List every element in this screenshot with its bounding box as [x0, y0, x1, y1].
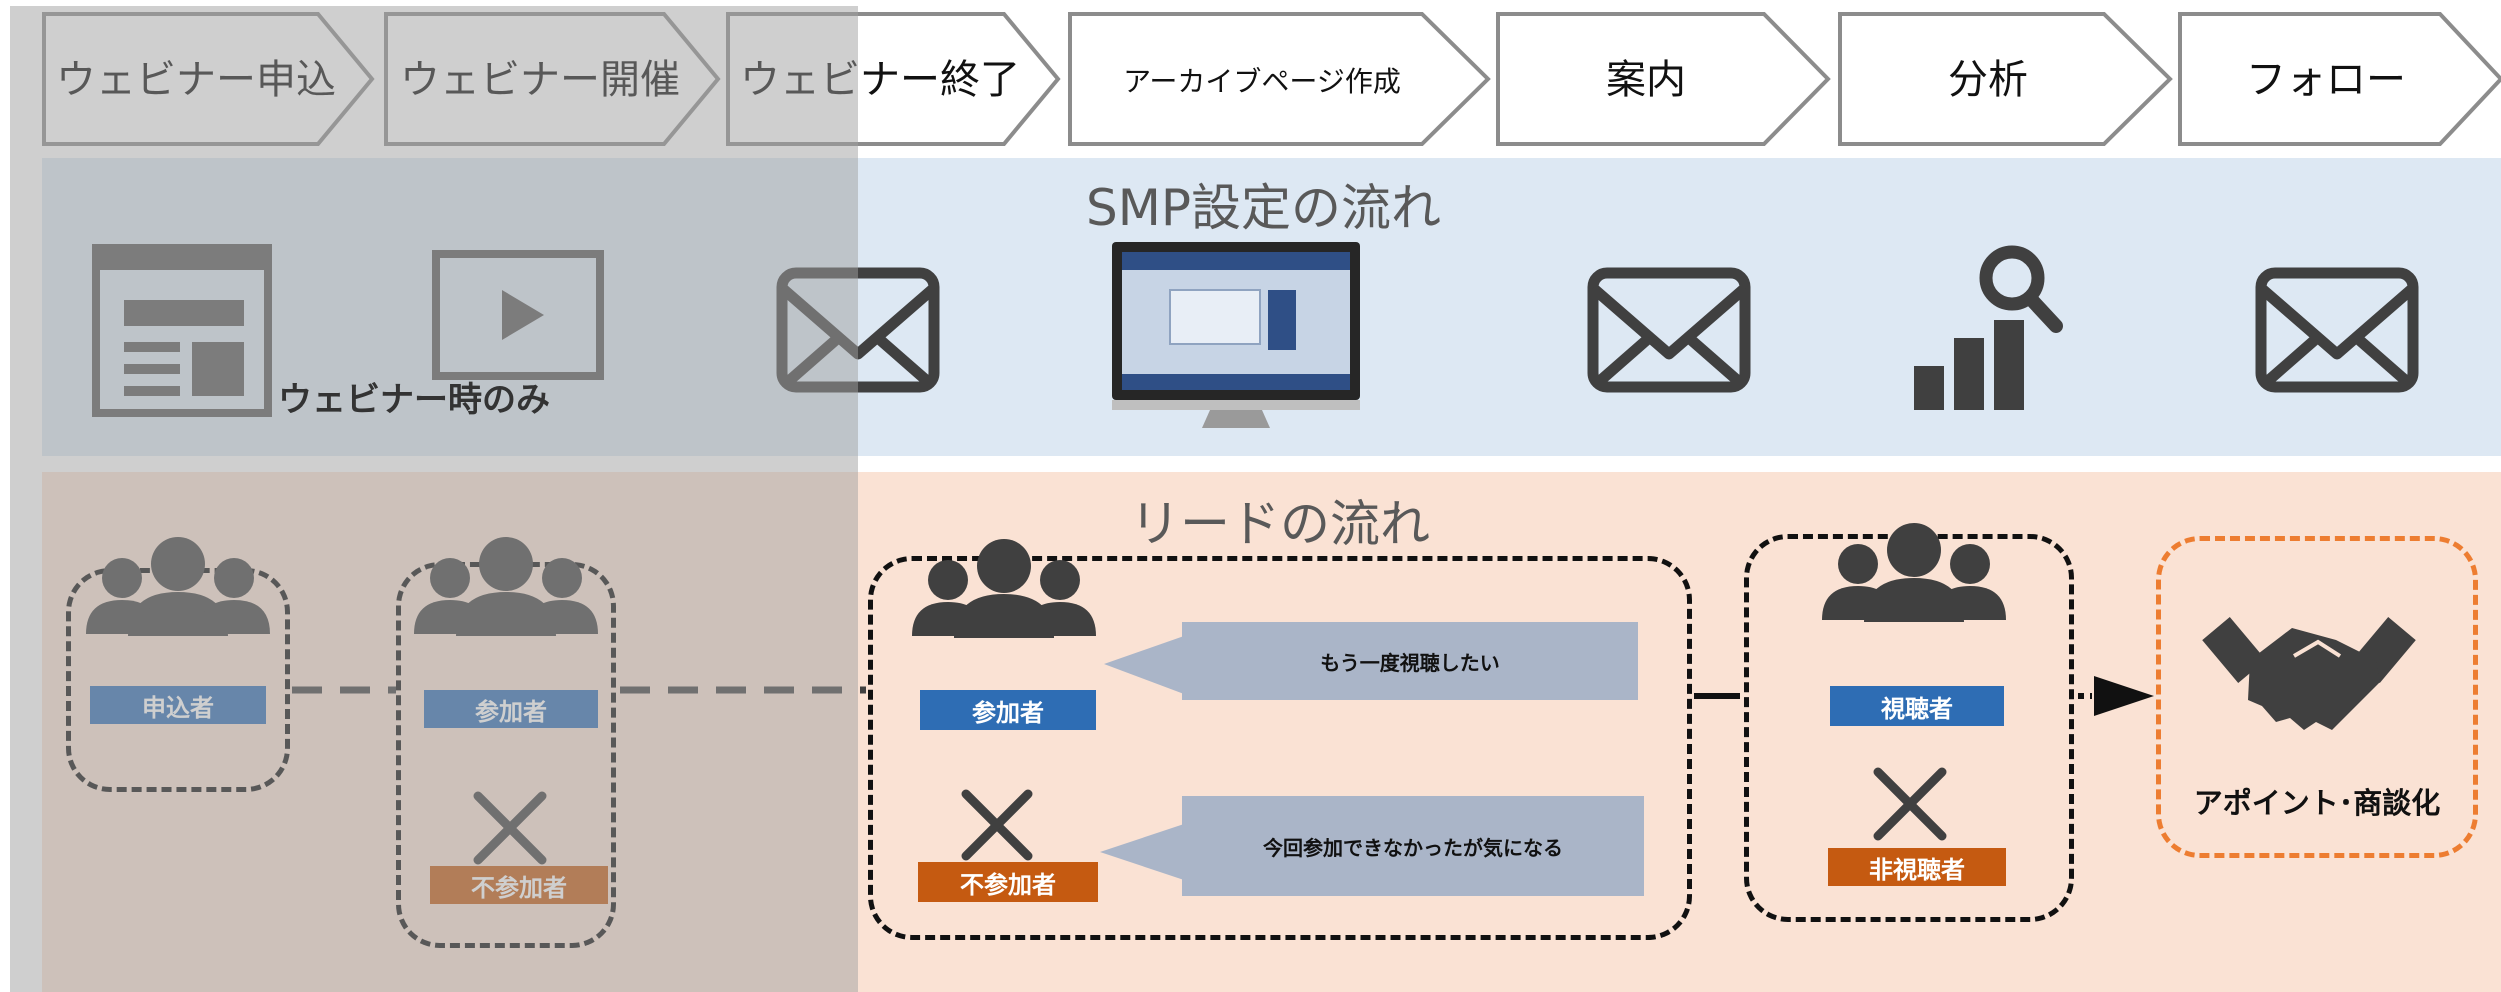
- arrow-to-result: [2078, 676, 2154, 716]
- analytics-icon: [1914, 245, 2063, 410]
- step-label: アーカイブページ作成: [1123, 65, 1401, 98]
- speech-tail: [1104, 636, 1184, 694]
- step-chevron-shape: [1838, 12, 2173, 146]
- handshake-icon: [2202, 616, 2416, 730]
- step-label: 分析: [1948, 57, 2028, 103]
- step-label: フォロー: [2246, 57, 2406, 103]
- people-icon: [1822, 523, 2006, 622]
- speech-bubble-participant: もう一度視聴したい: [1182, 622, 1638, 700]
- viewer-label: 視聴者: [1830, 686, 2004, 726]
- result-box: [2156, 536, 2478, 858]
- speech-bubble-non-participant: 今回参加できなかったが気になる: [1182, 796, 1644, 896]
- main-participant-label: 参加者: [920, 690, 1096, 730]
- lead-section-title: リードの流れ: [1130, 495, 1430, 553]
- mail-icon: [2255, 267, 2419, 393]
- main-non-participant-label: 不参加者: [918, 862, 1098, 902]
- people-icon: [912, 539, 1096, 638]
- step-chevron-shape: [1496, 12, 1831, 146]
- inactive-overlay: [10, 6, 858, 992]
- monitor-icon: [1112, 242, 1360, 428]
- cross-icon: [1873, 767, 1947, 841]
- webinar-only-note: ウェビナー時のみ: [278, 380, 550, 420]
- smp-section-title: SMP設定の流れ: [1086, 179, 1442, 237]
- speech-tail: [1100, 824, 1184, 880]
- mail-icon: [1587, 267, 1751, 393]
- result-label: アポイント･商談化: [2193, 786, 2441, 820]
- step-chevron-shape: [2178, 12, 2501, 146]
- step-chevron-shape: [1068, 12, 1491, 146]
- non-viewer-label: 非視聴者: [1828, 848, 2006, 886]
- cross-icon: [961, 789, 1033, 861]
- main-lead-box: [868, 556, 1692, 940]
- step-label: 案内: [1606, 57, 1686, 103]
